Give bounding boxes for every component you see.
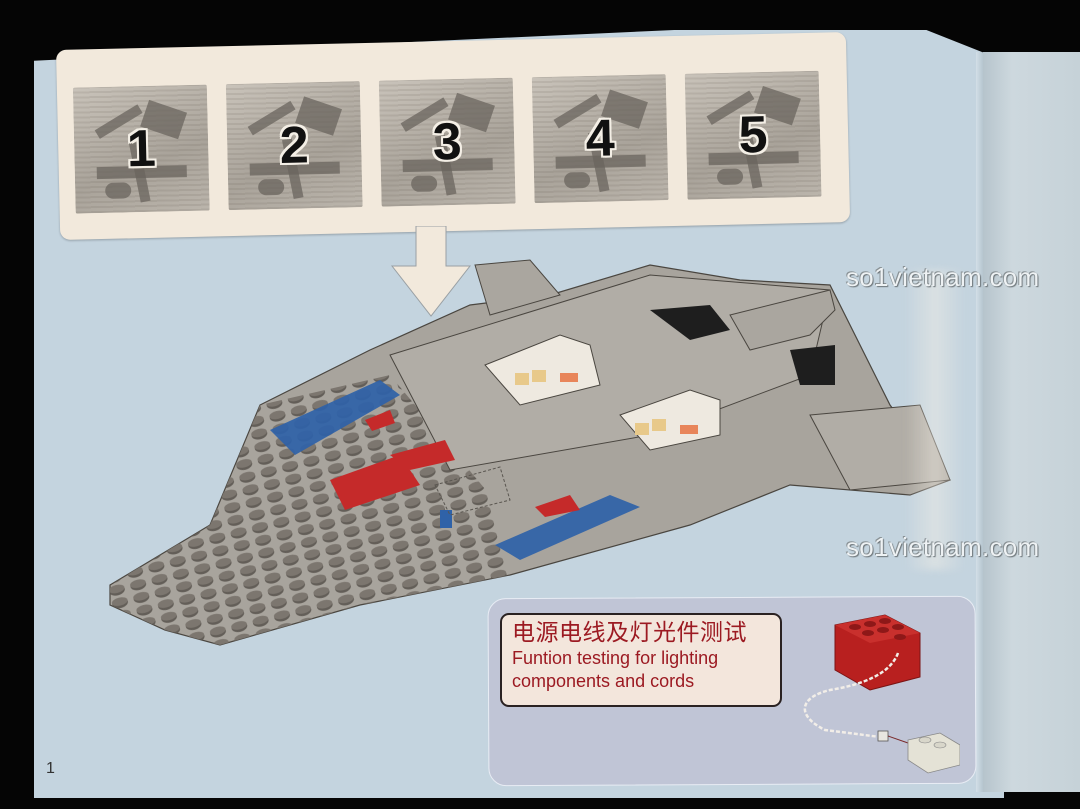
- steps-row: 1 2 3 4: [72, 70, 822, 214]
- down-arrow-icon: [390, 226, 472, 317]
- page-gutter-shadow: [976, 52, 986, 792]
- previous-steps-panel: 1 2 3 4: [56, 32, 851, 240]
- manual-page-right: [983, 52, 1080, 792]
- step-thumbnail-4: 4: [531, 74, 669, 204]
- watermark-text: so1vietnam.com: [846, 532, 1040, 562]
- callout-title-chinese: 电源电线及灯光件测试: [512, 620, 747, 646]
- step-thumbnail-2: 2: [225, 81, 363, 211]
- callout-label: 电源电线及灯光件测试 Funtion testing for lighting …: [500, 613, 782, 707]
- step-number-label: 4: [585, 109, 616, 168]
- step-thumbnail-1: 1: [72, 84, 210, 214]
- spaceship-model-illustration: [109, 259, 952, 646]
- step-number-label: 5: [737, 105, 769, 165]
- watermark-text: so1vietnam.com: [846, 262, 1040, 292]
- page-number: 1: [46, 760, 55, 777]
- step-number-label: 3: [432, 112, 463, 172]
- step-thumbnail-5: 5: [684, 70, 822, 200]
- step-number-label: 2: [279, 116, 310, 175]
- callout-title-english-line2: components and cords: [512, 671, 695, 691]
- light-glare: [905, 270, 965, 570]
- battery-box-and-light-brick-icon: [803, 614, 960, 774]
- step-thumbnail-3: 3: [378, 77, 516, 207]
- step-number-label: 1: [126, 119, 157, 179]
- callout-title-english-line1: Funtion testing for lighting: [512, 648, 719, 668]
